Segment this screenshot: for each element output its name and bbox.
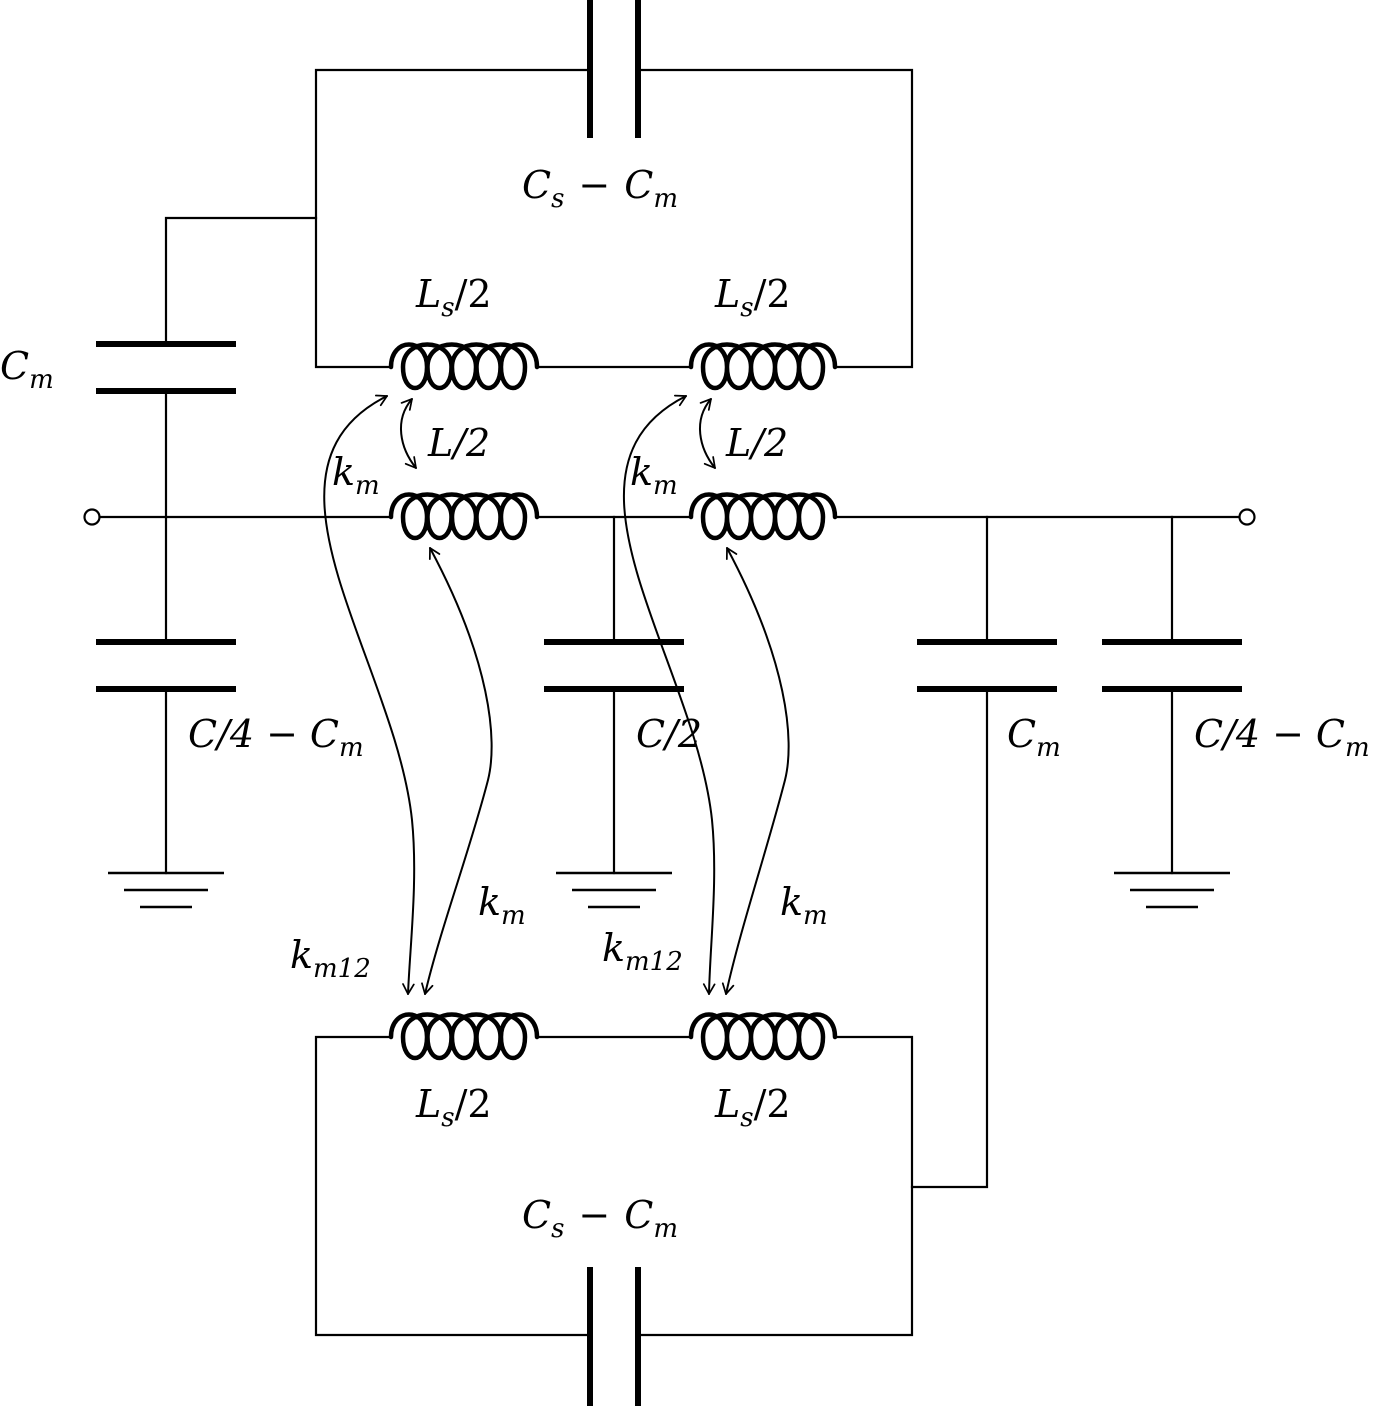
right-ground-capacitor [1102, 515, 1242, 909]
label-mid-left-inductor: L/2 [427, 421, 490, 465]
label-km12-left: km12 [290, 933, 371, 984]
label-km-left-short: km [332, 450, 380, 501]
label-top-right-inductor: Ls/2 [714, 272, 791, 323]
label-top-shunt-capacitor: Cs−Cm [522, 163, 678, 214]
label-km-right-short: km [630, 450, 678, 501]
km-arrow-right-long [721, 547, 790, 995]
center-ground-icon [556, 871, 672, 909]
label-top-left-inductor: Ls/2 [415, 272, 492, 323]
mid-right-inductor-coil [688, 492, 838, 540]
left-ground-capacitor [96, 515, 236, 909]
label-mid-right-inductor: L/2 [725, 421, 788, 465]
right-ground-icon [1114, 871, 1230, 909]
km12-arrow-right [623, 394, 716, 995]
label-km-left-long: km [478, 880, 526, 931]
top-capacitor-plates [587, 0, 641, 138]
top-resonator [314, 0, 914, 390]
bottom-left-inductor-coil [388, 1012, 540, 1060]
label-km-right-long: km [780, 880, 828, 931]
label-left-coupling-capacitor: Cm [0, 344, 54, 395]
km12-arrow-left [323, 394, 416, 995]
label-right-ground-capacitor: C/4−Cm [1194, 712, 1370, 763]
output-terminal[interactable] [1238, 508, 1256, 526]
km-arrow-left-long [421, 547, 493, 995]
left-ground-icon [108, 871, 224, 909]
label-bottom-right-inductor: Ls/2 [714, 1082, 791, 1133]
label-km12-right: km12 [602, 926, 683, 977]
input-terminal[interactable] [83, 508, 101, 526]
bottom-loop-wire [314, 1035, 914, 1337]
bottom-right-inductor-coil [688, 1012, 838, 1060]
main-transmission-line [83, 492, 1256, 540]
label-center-ground-capacitor: C/2 [636, 712, 702, 756]
labels: Cs−Cm Ls/2 Ls/2 Cm L/2 L/2 km km C/4−Cm … [0, 163, 1370, 1244]
mid-left-inductor-coil [388, 492, 540, 540]
right-coupling-capacitor [910, 515, 1057, 1189]
top-loop-wire [314, 68, 914, 369]
bottom-capacitor-plates [587, 1267, 641, 1406]
bottom-resonator [314, 1012, 914, 1406]
label-bottom-shunt-capacitor: Cs−Cm [522, 1193, 678, 1244]
km-arrow-right-short [699, 398, 716, 469]
km-arrow-left-short [400, 398, 417, 469]
label-bottom-left-inductor: Ls/2 [415, 1082, 492, 1133]
top-right-inductor-coil [688, 342, 838, 390]
label-right-coupling-capacitor: Cm [1007, 712, 1061, 763]
label-left-ground-capacitor: C/4−Cm [188, 712, 364, 763]
top-left-inductor-coil [388, 342, 540, 390]
left-coupling-capacitor [96, 216, 318, 519]
coupling-arrows [323, 394, 790, 995]
